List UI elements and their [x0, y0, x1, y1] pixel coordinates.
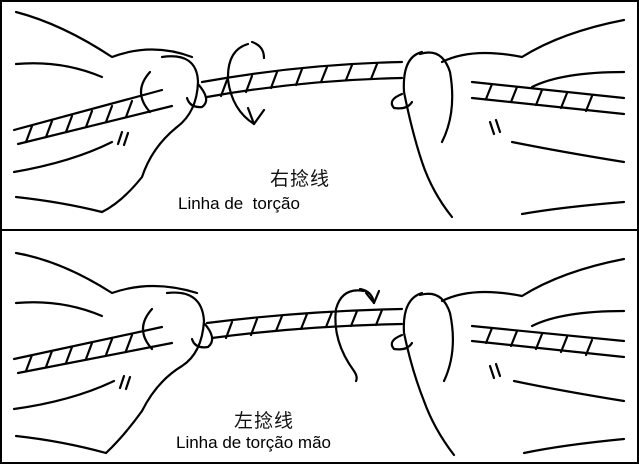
right-hand: [390, 18, 626, 219]
caption-pt-left-twist: Linha de torção mão: [176, 433, 331, 452]
caption-pt-right-twist: Linha de torção: [178, 194, 300, 213]
caption-cn-left-twist: 左捻线: [234, 410, 295, 432]
right-twist-illustration: [12, 10, 626, 219]
panel-left-twist: 左捻线 Linha de torção mão: [0, 231, 639, 464]
caption-cn-right-twist: 右捻线: [270, 168, 331, 190]
panel-right-twist: 右捻线 Linha de torção: [0, 0, 639, 231]
rope-right-segment: [470, 324, 626, 359]
rotation-arrow: [226, 40, 266, 126]
rope-right-segment: [470, 80, 626, 116]
left-hand: [12, 10, 208, 214]
rope-left-segment: [12, 325, 174, 375]
rope-middle: [205, 307, 404, 340]
left-hand: [12, 251, 214, 455]
rope-middle: [200, 60, 404, 99]
rotation-arrow: [334, 287, 381, 383]
rope-left-segment: [12, 88, 174, 146]
left-twist-illustration: [12, 251, 626, 457]
right-hand: [390, 257, 626, 457]
